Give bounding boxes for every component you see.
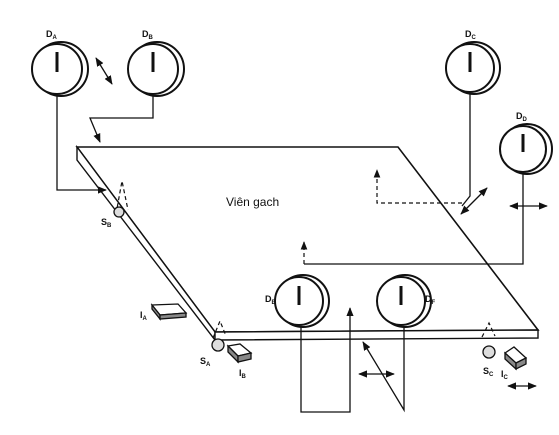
pin-ib-icon [226,343,253,364]
gauge-df-label: DF [425,294,436,306]
pin-ia-label: IA [140,310,148,322]
gauge-de-label: DE [265,294,276,306]
pin-ib-label: IB [239,368,247,380]
support-sb-label: SB [101,217,112,229]
support-sc-icon [482,345,496,359]
gauge-da-icon [31,41,89,97]
dashed-arrows [115,169,496,339]
support-sc-label: SC [483,366,494,378]
gauge-de-icon [274,274,330,328]
gauge-dd-icon [499,123,553,175]
gauge-dd-label: DD [516,111,528,123]
support-sa-label: SA [200,356,211,368]
center-label: Viên gach [226,195,279,209]
gauge-dc-icon [445,41,501,95]
support-sa-icon [211,338,225,352]
gauge-da-label: DA [46,29,58,41]
gauge-db-label: DB [142,29,154,41]
gauge-db-icon [127,41,185,97]
pin-ia-icon [150,303,188,321]
pin-ic-label: IC [501,369,509,381]
gauge-df-icon [376,274,432,328]
double-arrows [95,57,548,390]
pin-ic-icon [503,346,528,371]
gauge-dc-label: DC [465,29,477,41]
support-sb-icon [113,206,125,218]
